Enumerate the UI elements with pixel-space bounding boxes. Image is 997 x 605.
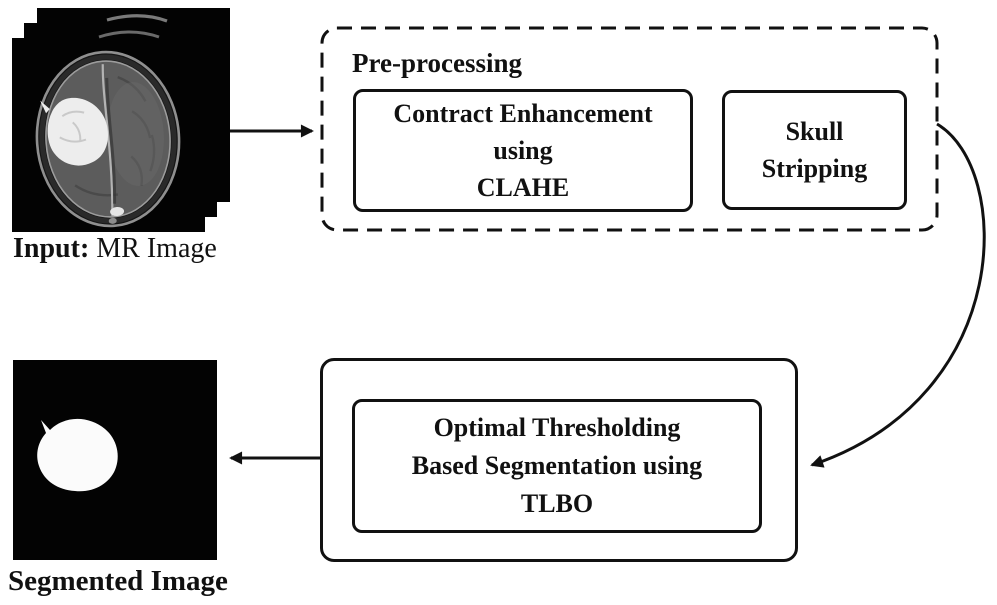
scalp-arcs <box>98 14 168 39</box>
tumor-region <box>40 97 108 166</box>
mr-image-stack <box>12 8 230 232</box>
segmentation-line3: TLBO <box>520 489 594 518</box>
clahe-box-line2: using <box>493 136 553 165</box>
skull-box-line2: Stripping <box>761 154 868 183</box>
input-caption-bold: Input: <box>13 233 90 264</box>
tumor-mask-blob <box>37 418 118 492</box>
input-image-caption: Input: MR Image <box>13 233 217 265</box>
preprocessing-title: Pre-processing <box>352 48 522 78</box>
clahe-box: Contract Enhancement using CLAHE <box>353 89 693 212</box>
segmented-image <box>13 360 217 560</box>
input-caption-rest: MR Image <box>89 233 217 264</box>
segmented-image-caption: Segmented Image <box>8 565 228 597</box>
clahe-box-line3: CLAHE <box>476 173 570 202</box>
segmentation-line1: Optimal Thresholding <box>433 413 681 442</box>
clahe-box-line1: Contract Enhancement <box>393 99 653 128</box>
segmentation-box: Optimal Thresholding Based Segmentation … <box>352 399 762 533</box>
segmentation-line2: Based Segmentation using <box>411 451 703 480</box>
brain-mri-icon <box>35 50 181 228</box>
midline-fissure <box>101 64 114 216</box>
sinus-spot <box>110 207 125 217</box>
skull-box-line1: Skull <box>785 117 844 146</box>
skull-stripping-box: Skull Stripping <box>722 90 907 210</box>
